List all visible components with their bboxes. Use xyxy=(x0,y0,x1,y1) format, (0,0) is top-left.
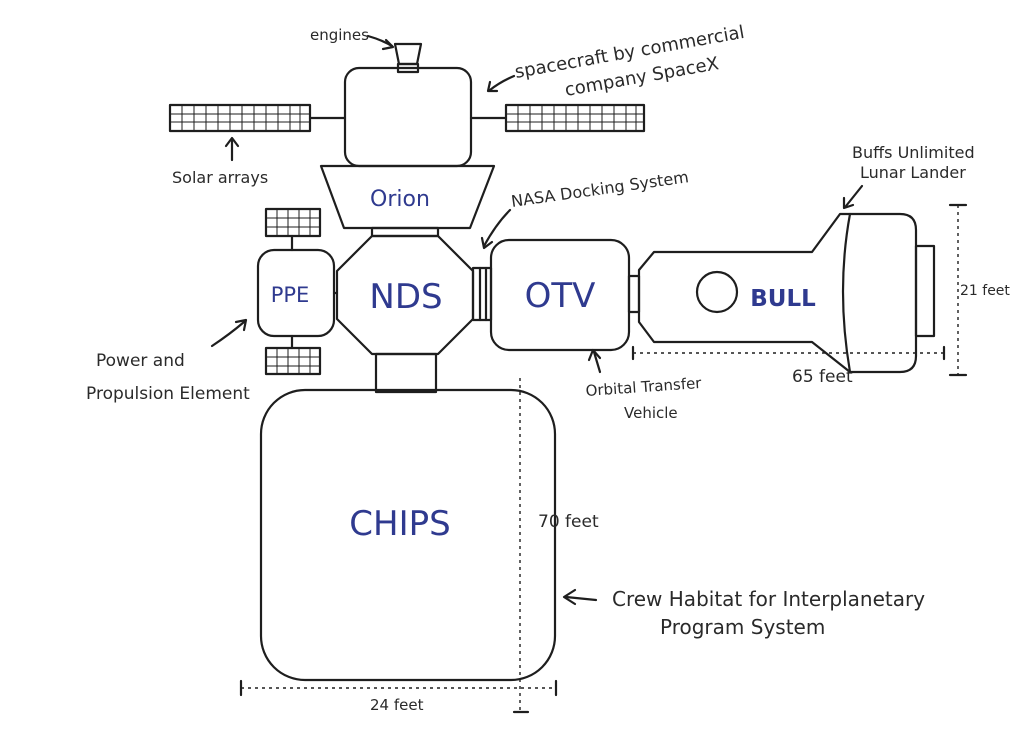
lander-porthole xyxy=(695,270,739,314)
nds-module: NDS xyxy=(335,234,475,356)
chips-body xyxy=(259,388,557,682)
otv-label: OTV xyxy=(525,276,596,316)
engine-nozzle xyxy=(393,42,423,66)
chips-neck xyxy=(374,352,438,394)
nds-body xyxy=(335,234,475,356)
bull-label: BULL xyxy=(750,286,816,312)
bull-lander: BULL xyxy=(637,212,936,374)
otv-arrow xyxy=(592,350,602,374)
lander-rear-plate xyxy=(914,244,936,338)
nasa-docking-note: NASA Docking System xyxy=(510,167,690,211)
orion-module: Orion xyxy=(319,164,496,238)
solar-arrays-note: Solar arrays xyxy=(172,168,268,187)
nasa-docking-arrow xyxy=(482,208,512,248)
ppe-label: PPE xyxy=(271,283,310,307)
chips-note-line1: Crew Habitat for Interplanetary xyxy=(612,587,925,611)
dimension-lines xyxy=(239,203,968,714)
lander-length-note: 65 feet xyxy=(792,367,853,387)
otv-docking-port xyxy=(627,274,641,314)
buffs-arrow xyxy=(844,184,864,208)
lander-seam xyxy=(841,212,852,374)
nds-otv-connector xyxy=(471,266,493,322)
engines-note: engines xyxy=(310,26,369,44)
ppe-top-solar-array xyxy=(264,207,322,238)
spacex-spacecraft xyxy=(168,42,646,168)
habitat-width-note: 24 feet xyxy=(370,696,424,714)
orion-docking-ring xyxy=(370,226,440,238)
otv-note-line1: Orbital Transfer xyxy=(585,374,703,400)
annotations: engines spacecraft by commercial company… xyxy=(86,22,1010,714)
otv-note-line2: Vehicle xyxy=(624,404,678,422)
chips-module: CHIPS xyxy=(259,352,557,682)
habitat-height-note: 70 feet xyxy=(538,512,599,532)
left-solar-array xyxy=(168,103,312,133)
orion-body xyxy=(319,164,496,230)
otv-module: OTV xyxy=(489,238,641,352)
buffs-note-line2: Lunar Lander xyxy=(860,163,966,182)
lander-body xyxy=(637,212,918,374)
spacex-arrow xyxy=(488,74,516,92)
chips-arrow xyxy=(564,595,598,602)
chips-note-line2: Program System xyxy=(660,615,825,639)
ppe-note-line1: Power and xyxy=(96,351,185,371)
leader-arrows xyxy=(210,34,864,606)
buffs-note-line1: Buffs Unlimited xyxy=(852,143,975,162)
orion-label: Orion xyxy=(370,187,430,212)
ppe-arrow xyxy=(210,320,246,348)
ppe-module: PPE xyxy=(256,207,339,376)
right-solar-array xyxy=(504,103,646,133)
spacex-capsule xyxy=(343,66,473,168)
chips-label: CHIPS xyxy=(349,504,450,544)
nds-label: NDS xyxy=(369,277,442,317)
lander-height-note: 21 feet xyxy=(960,283,1010,299)
ppe-note-line2: Propulsion Element xyxy=(86,384,250,404)
ppe-bottom-solar-array xyxy=(264,346,322,376)
